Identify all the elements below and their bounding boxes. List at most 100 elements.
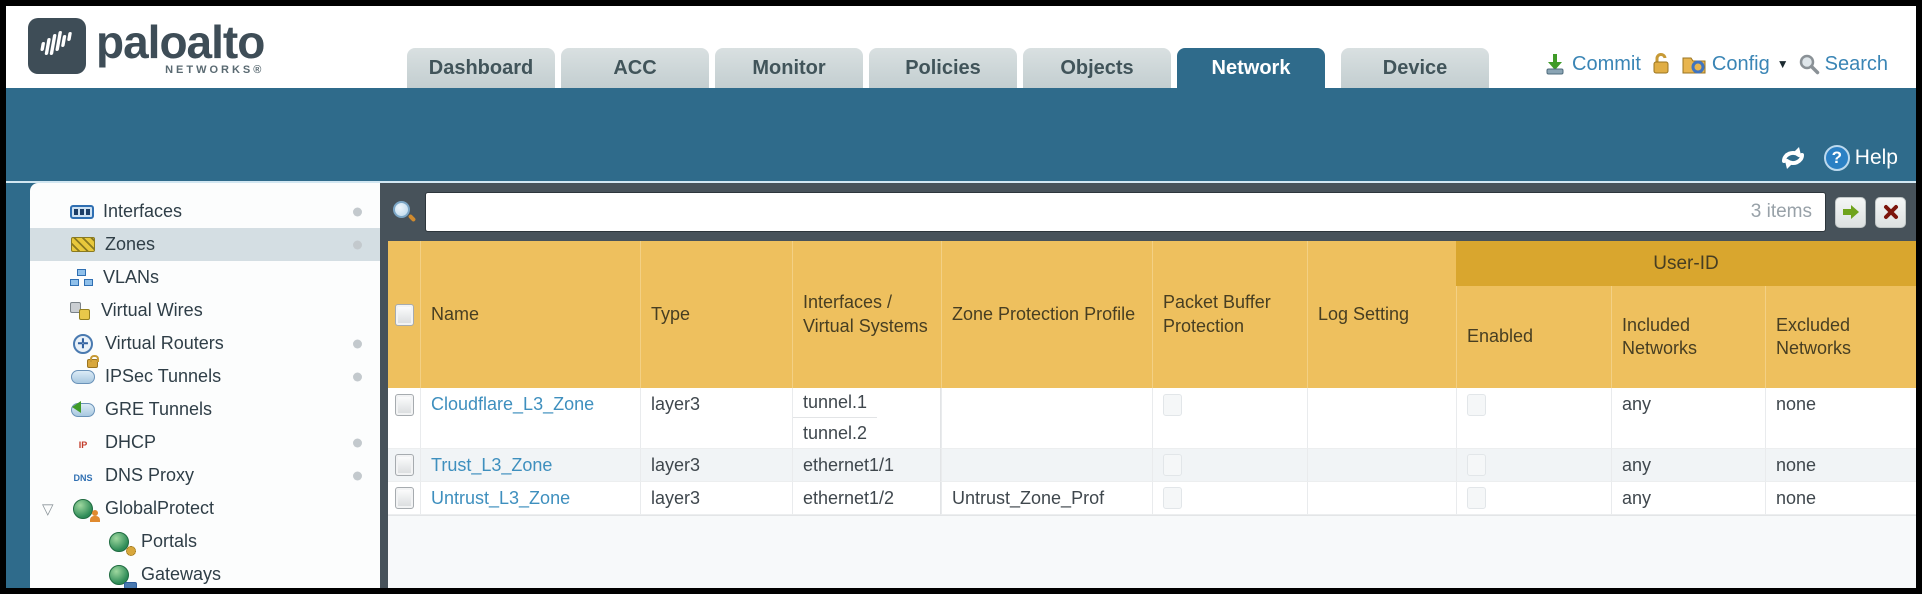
top-tools: Commit Config ▼ Search — [1543, 52, 1888, 76]
apply-filter-button[interactable] — [1835, 196, 1866, 228]
table-header: Name Type Interfaces / Virtual Systems Z… — [388, 241, 1916, 388]
tab-monitor[interactable]: Monitor — [715, 48, 863, 88]
globalprotect-icon — [70, 498, 100, 522]
sidebar-item-zones[interactable]: Zones — [30, 228, 380, 261]
column-header-excluded-networks[interactable]: Excluded Networks — [1765, 241, 1916, 388]
interface-item: tunnel.1 — [793, 388, 878, 418]
table-row: Trust_L3_Zone layer3 ethernet1/1 any non… — [388, 449, 1916, 482]
packet-buffer-checkbox[interactable] — [1163, 487, 1182, 509]
column-header-enabled[interactable]: Enabled — [1456, 241, 1611, 388]
zone-type-cell: layer3 — [640, 388, 792, 449]
packet-buffer-checkbox[interactable] — [1163, 454, 1182, 476]
sidebar-item-portals[interactable]: Portals — [30, 525, 380, 558]
panos-app: paloalto NETWORKS® Dashboard ACC Monitor… — [6, 6, 1916, 588]
zones-icon — [70, 234, 96, 256]
refresh-icon[interactable] — [1778, 145, 1808, 171]
sidebar-item-virtual-wires[interactable]: Virtual Wires — [30, 294, 380, 327]
item-dot — [353, 372, 362, 381]
item-dot — [353, 471, 362, 480]
gateways-icon — [106, 564, 137, 588]
item-dot — [353, 339, 362, 348]
tab-objects[interactable]: Objects — [1023, 48, 1171, 88]
column-header-interfaces[interactable]: Interfaces / Virtual Systems — [792, 241, 941, 388]
log-setting-cell — [1307, 482, 1456, 515]
filter-input[interactable] — [425, 192, 1826, 232]
sidebar-item-dns-proxy[interactable]: DNS DNS Proxy — [30, 459, 380, 492]
zone-protection-cell — [941, 449, 1152, 482]
paloalto-logo-icon — [28, 18, 86, 74]
expander-icon[interactable]: ▽ — [42, 500, 54, 518]
tab-network[interactable]: Network — [1177, 48, 1325, 88]
sidebar-item-globalprotect[interactable]: ▽ GlobalProtect — [30, 492, 380, 525]
brand-logo: paloalto NETWORKS® — [28, 16, 265, 76]
sidebar-item-vlans[interactable]: VLANs — [30, 261, 380, 294]
sidebar-item-virtual-routers[interactable]: ✛ Virtual Routers — [30, 327, 380, 360]
column-header-type[interactable]: Type — [640, 241, 792, 388]
packet-buffer-checkbox[interactable] — [1163, 394, 1182, 416]
filter-search-icon — [392, 200, 417, 224]
filter-bar: 3 items — [388, 183, 1916, 241]
column-header-packet-buffer-protection[interactable]: Packet Buffer Protection — [1152, 241, 1307, 388]
included-networks-cell: any — [1611, 482, 1765, 515]
user-id-group-header: User-ID — [1456, 241, 1916, 286]
interfaces-cell: ethernet1/1 — [792, 449, 941, 482]
config-menu[interactable]: Config ▼ — [1681, 52, 1789, 76]
zone-name-link[interactable]: Trust_L3_Zone — [431, 454, 553, 475]
item-dot — [353, 207, 362, 216]
left-margin — [6, 183, 30, 588]
userid-enabled-checkbox[interactable] — [1467, 394, 1486, 416]
network-sidebar: Interfaces Zones VLANs Virtual Wires ✛ V… — [30, 183, 380, 588]
zone-name-link[interactable]: Cloudflare_L3_Zone — [431, 394, 595, 414]
interfaces-cell: tunnel.1 tunnel.2 — [792, 388, 941, 449]
close-icon — [1883, 205, 1898, 219]
row-checkbox[interactable] — [394, 487, 414, 509]
context-band: ? Help — [6, 88, 1916, 183]
zone-type-cell: layer3 — [640, 449, 792, 482]
tab-device[interactable]: Device — [1341, 48, 1489, 88]
tab-dashboard[interactable]: Dashboard — [407, 48, 555, 88]
log-setting-cell — [1307, 388, 1456, 449]
ipsec-tunnels-icon — [70, 354, 99, 388]
row-checkbox[interactable] — [394, 394, 414, 416]
clear-filter-button[interactable] — [1875, 196, 1906, 228]
virtual-wires-icon — [70, 301, 92, 320]
green-arrow-icon — [1842, 205, 1859, 219]
table-empty-area — [388, 515, 1916, 588]
content-area: Interfaces Zones VLANs Virtual Wires ✛ V… — [6, 183, 1916, 588]
commit-icon — [1546, 54, 1564, 75]
column-header-log-setting[interactable]: Log Setting — [1307, 241, 1456, 388]
panel-divider — [380, 183, 388, 588]
zone-name-link[interactable]: Untrust_L3_Zone — [431, 487, 571, 508]
column-header-zone-protection-profile[interactable]: Zone Protection Profile — [941, 241, 1152, 388]
chevron-down-icon: ▼ — [1776, 57, 1789, 71]
userid-enabled-checkbox[interactable] — [1467, 487, 1486, 509]
tab-policies[interactable]: Policies — [869, 48, 1017, 88]
item-dot — [353, 240, 362, 249]
lock-icon[interactable] — [1650, 52, 1672, 76]
search-icon — [1799, 54, 1819, 75]
help-icon: ? — [1823, 145, 1850, 171]
search-button[interactable]: Search — [1798, 53, 1888, 76]
interface-item: tunnel.2 — [803, 422, 868, 443]
userid-enabled-checkbox[interactable] — [1467, 454, 1486, 476]
brand-name: paloalto — [96, 16, 265, 68]
included-networks-cell: any — [1611, 449, 1765, 482]
tab-acc[interactable]: ACC — [561, 48, 709, 88]
excluded-networks-cell: none — [1765, 388, 1916, 449]
sidebar-item-ipsec-tunnels[interactable]: IPSec Tunnels — [30, 354, 380, 393]
table-row: Untrust_L3_Zone layer3 ethernet1/2 Untru… — [388, 482, 1916, 515]
select-all-checkbox[interactable] — [394, 303, 414, 326]
excluded-networks-cell: none — [1765, 482, 1916, 515]
gre-tunnels-icon — [70, 399, 96, 421]
column-header-included-networks[interactable]: Included Networks — [1611, 241, 1765, 388]
sidebar-item-gre-tunnels[interactable]: GRE Tunnels — [30, 393, 380, 426]
sidebar-item-interfaces[interactable]: Interfaces — [30, 195, 380, 228]
soundwave-bars — [40, 31, 72, 55]
help-button[interactable]: ? Help — [1823, 145, 1898, 171]
sidebar-item-gateways[interactable]: Gateways — [30, 558, 380, 588]
commit-button[interactable]: Commit — [1543, 52, 1641, 76]
row-checkbox[interactable] — [394, 454, 414, 476]
sidebar-item-dhcp[interactable]: IP DHCP — [30, 426, 380, 459]
interfaces-icon — [70, 204, 94, 219]
column-header-name[interactable]: Name — [420, 241, 640, 388]
